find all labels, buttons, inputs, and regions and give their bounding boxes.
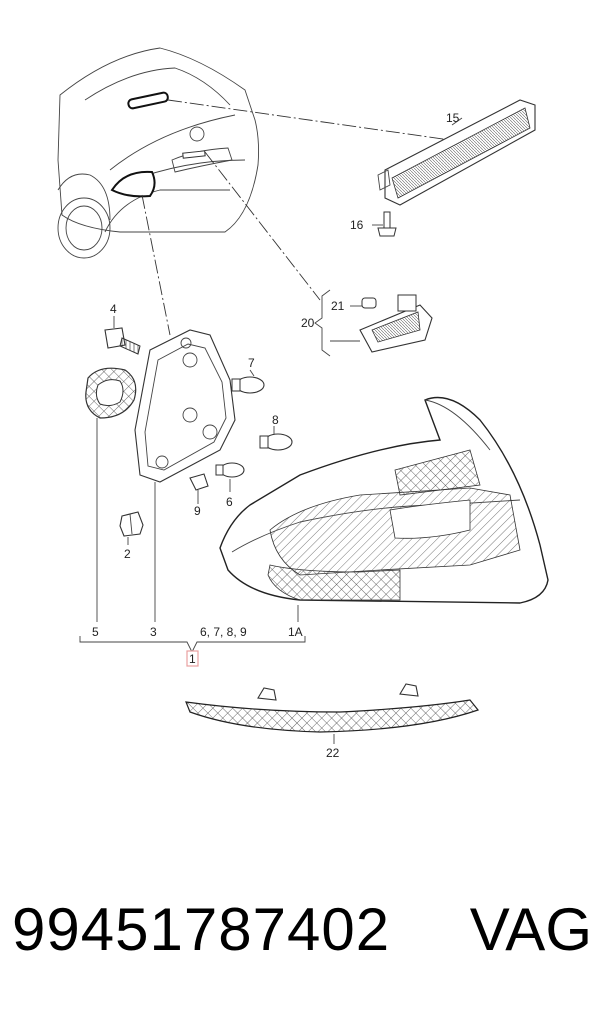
group-bracket: 5 3 6, 7, 8, 9 1A 1 <box>79 625 306 667</box>
reflector-part-22: 22 <box>185 683 480 760</box>
callout-9: 9 <box>194 504 201 518</box>
leader-20 <box>204 151 321 301</box>
socket-part-4: 4 <box>104 302 141 355</box>
bulb-part-6: 6 <box>215 462 245 509</box>
callout-8: 8 <box>272 413 279 427</box>
callout-21: 21 <box>331 299 345 313</box>
callout-7: 7 <box>248 356 255 370</box>
callout-1: 1 <box>189 652 196 666</box>
callout-1a: 1A <box>288 625 303 639</box>
bulb-part-9: 9 <box>189 473 209 518</box>
screw-part-16: 16 <box>350 211 397 237</box>
callout-20: 20 <box>301 316 315 330</box>
leader-15 <box>167 99 451 141</box>
leader-3 <box>141 194 171 336</box>
highlight-box <box>186 650 199 667</box>
tail-lamp-part-1a <box>219 396 549 622</box>
callout-2: 2 <box>124 547 131 561</box>
parts-diagram: 15 16 20 21 4 <box>57 47 549 760</box>
clip-part-2: 2 <box>119 511 144 561</box>
bulb-part-7: 7 <box>231 356 265 394</box>
footer: 99451787402 VAG <box>12 895 592 975</box>
callout-group: 6, 7, 8, 9 <box>200 625 247 639</box>
callout-6: 6 <box>226 495 233 509</box>
plate-light-part-20: 20 21 <box>301 289 433 357</box>
brand-label: VAG <box>469 896 592 963</box>
callout-15: 15 <box>446 111 460 125</box>
bulb-carrier-part-3 <box>134 329 236 622</box>
brake-light-part-15: 15 <box>377 99 536 206</box>
callout-3: 3 <box>150 625 157 639</box>
car-rear-illustration <box>57 47 260 259</box>
callout-5: 5 <box>92 625 99 639</box>
part-number: 99451787402 <box>12 896 391 963</box>
callout-16: 16 <box>350 218 364 232</box>
callout-22: 22 <box>326 746 340 760</box>
bulb-part-8: 8 <box>259 413 293 451</box>
gasket-part-5 <box>85 367 137 622</box>
callout-4: 4 <box>110 302 117 316</box>
